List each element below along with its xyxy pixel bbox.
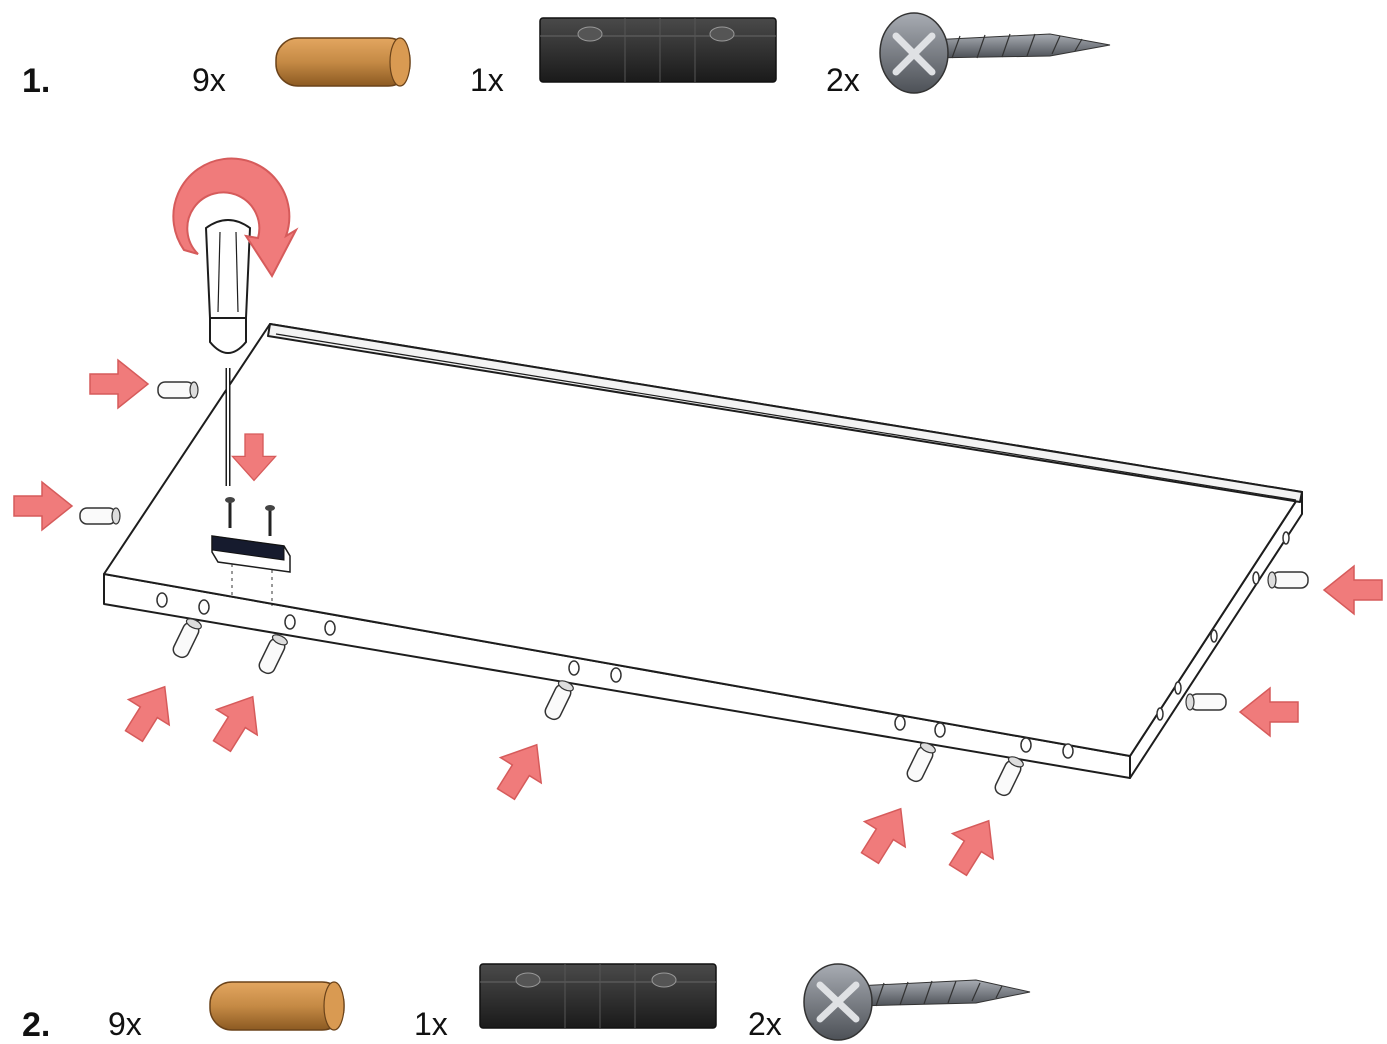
screwdriver-icon [204, 219, 252, 486]
arrow-icon [936, 807, 1010, 884]
arrow-icon [89, 359, 149, 409]
step-1-dowel-qty: 9x [192, 62, 226, 98]
screw-small-icon [225, 497, 275, 536]
step-2-dowel-qty: 9x [108, 1006, 142, 1042]
arrow-icon [848, 795, 922, 872]
wooden-dowel-icon [275, 37, 411, 87]
step-1-screw-qty: 2x [826, 62, 860, 98]
front-edge-holes [156, 592, 1074, 759]
step-2-number: 2. [22, 1006, 51, 1044]
step-1-number: 1. [22, 62, 51, 100]
arrow-icon [200, 683, 274, 760]
arrow-icon [1323, 565, 1383, 615]
screw-icon [879, 12, 1111, 94]
connector-block-icon [479, 963, 717, 1029]
connector-block-icon [539, 17, 777, 83]
arrow-icon [1239, 687, 1299, 737]
arrow-icon [484, 731, 558, 808]
step-2-block-qty: 1x [414, 1006, 448, 1042]
arrow-icon [112, 673, 186, 750]
step-2-screw-qty: 2x [748, 1006, 782, 1042]
wooden-dowel-icon [209, 981, 345, 1031]
screw-icon [803, 963, 1031, 1041]
side-edge-holes [1156, 531, 1290, 721]
rotation-arrow-icon [172, 157, 299, 278]
connector-block-on-panel [211, 497, 291, 606]
arrow-icon [13, 481, 73, 531]
step-1-block-qty: 1x [470, 62, 504, 98]
